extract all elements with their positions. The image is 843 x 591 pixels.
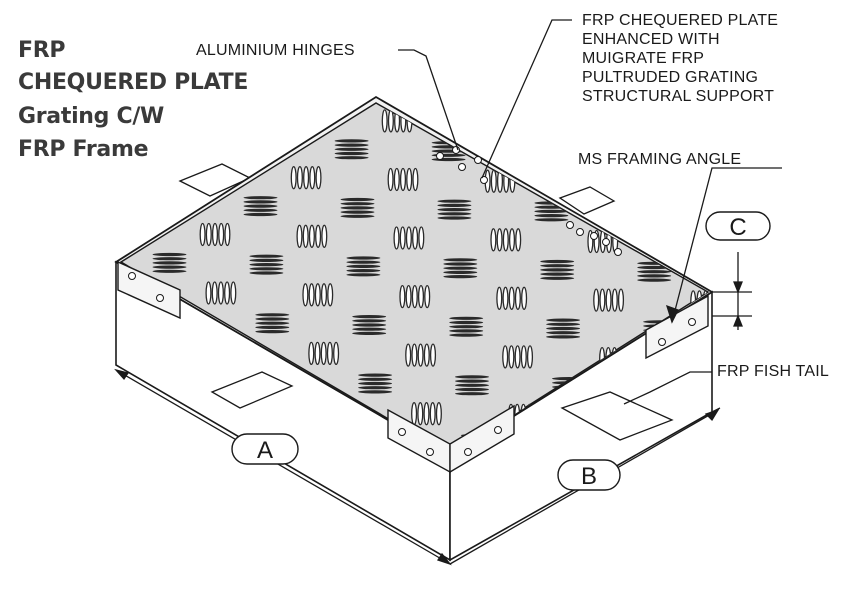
chequer-lens-cell: [788, 293, 818, 315]
title-line-4: FRP Frame: [18, 137, 149, 162]
chequer-lens-cell: [290, 166, 322, 190]
leader-lines: [398, 19, 782, 405]
chequer-bar-cell: [631, 203, 666, 224]
chequer-bar-cell: [340, 197, 375, 218]
hinge-bolts: [436, 146, 622, 256]
chequer-lens-cell: [284, 107, 316, 131]
chequer-lens-cell: [205, 281, 237, 305]
title-line-2: CHEQUERED PLATE: [18, 70, 249, 95]
fish-tail-front-left: [210, 371, 294, 409]
dimension-label-a: A: [257, 437, 273, 464]
chequer-bar-cell: [426, 83, 460, 103]
label-frp-plate-5: STRUCTURAL SUPPORT: [582, 88, 775, 105]
label-frp-plate-4: PULTRUDED GRATING: [582, 69, 759, 86]
chequer-bar-cell: [734, 264, 768, 284]
chequer-bar-cell: [546, 318, 581, 339]
chequer-bar-cell: [528, 142, 563, 163]
chequer-lens-cell: [199, 222, 231, 247]
chequer-lens-cell: [411, 402, 442, 426]
chequer-bar-cell: [358, 373, 393, 394]
chequer-lens-cell: [490, 228, 522, 252]
chequer-lens-cell: [121, 221, 134, 245]
chequer-bar-cell: [540, 259, 575, 280]
label-frp-plate-2: ENHANCED WITH: [582, 31, 720, 48]
chequer-bar-cell: [346, 256, 381, 277]
chequer-lens-cell: [377, 51, 407, 73]
chequer-bar-cell: [329, 81, 363, 101]
chequer-bar-cell: [334, 139, 369, 160]
chequer-bar-cell: [437, 199, 472, 220]
dimension-bubble-a: A: [231, 433, 299, 465]
chequer-lens-cell: [593, 288, 625, 312]
fish-tail-back-right: [558, 186, 616, 215]
label-frp-fish-tail: FRP FISH TAIL: [717, 363, 829, 380]
chequer-bar-cell: [237, 137, 272, 158]
title-line-3: Grating C/W: [18, 104, 165, 129]
dimension-label-c: C: [729, 214, 746, 241]
chequer-lens-cell: [502, 345, 534, 369]
chequer-lens-cell: [296, 224, 328, 248]
label-aluminium-hinges: ALUMINIUM HINGES: [196, 42, 355, 59]
chequer-bar-cell: [740, 322, 774, 342]
chequer-lens-cell: [308, 341, 340, 366]
chequer-bar-cell: [352, 315, 387, 335]
chequer-bar-cell: [443, 258, 478, 279]
chequer-bar-cell: [255, 313, 290, 334]
label-frp-plate-1: FRP CHEQUERED PLATE: [582, 12, 779, 29]
chequer-bar-cell: [449, 316, 484, 337]
dimension-bubble-b: B: [557, 459, 621, 491]
chequer-lens-cell: [393, 226, 425, 250]
chequer-bar-cell: [56, 251, 90, 271]
label-frp-plate-3: MUIGRATE FRP: [582, 50, 705, 67]
fish-tail-front-right: [560, 391, 674, 441]
chequer-bar-cell: [455, 375, 489, 396]
chequer-lens-cell: [496, 286, 528, 310]
chequer-lens-cell: [387, 167, 419, 192]
chequer-bar-cell: [152, 252, 187, 273]
chequer-bar-cell: [146, 194, 181, 215]
corner-plate-front: [387, 404, 515, 474]
corner-plate-left: [117, 260, 181, 320]
chequer-lens-cell: [405, 343, 437, 367]
dimension-label-b: B: [581, 463, 597, 490]
chequer-bar-cell: [249, 254, 284, 275]
dimension-bubble-c: C: [705, 211, 771, 241]
label-ms-framing-angle: MS FRAMING ANGLE: [578, 151, 742, 168]
chequer-bar-cell: [243, 196, 278, 217]
corner-plate-right: [645, 294, 709, 360]
title-line-1: FRP: [18, 38, 66, 63]
chequer-lens-cell: [478, 111, 510, 135]
chequer-lens-cell: [399, 284, 431, 309]
chequer-lens-cell: [302, 283, 334, 307]
